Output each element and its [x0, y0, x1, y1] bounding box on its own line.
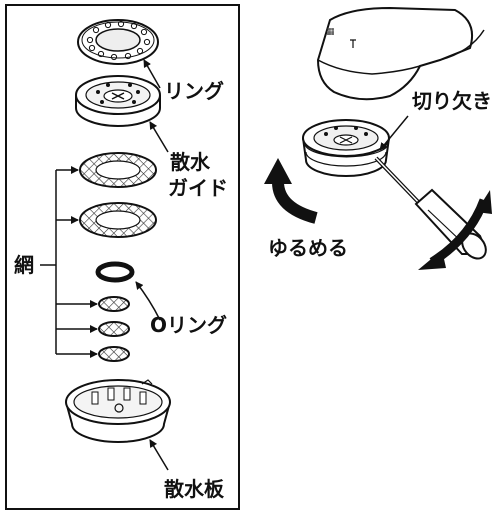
spray-plate-part — [65, 379, 171, 443]
label-notch: 切り欠き — [412, 89, 492, 113]
label-spray-plate: 散水板 — [164, 477, 224, 501]
mesh-small-2 — [98, 321, 130, 337]
twist-double-arrow-icon — [418, 190, 492, 270]
parts-frame — [5, 4, 240, 510]
label-loosen: ゆるめる — [268, 236, 348, 260]
mesh-large-1 — [79, 152, 157, 188]
mesh-small-3 — [98, 346, 130, 362]
spray-guide-part — [75, 75, 161, 127]
o-ring-leader — [135, 281, 161, 321]
mesh-small-1 — [98, 296, 130, 312]
mesh-bracket — [40, 166, 98, 358]
spray-guide-leader — [149, 121, 169, 153]
ring-part — [77, 19, 159, 65]
shower-head-illustration: ▦ — [316, 6, 485, 101]
o-ring-part — [95, 261, 135, 283]
svg-text:▦: ▦ — [326, 27, 335, 37]
loosen-rotation-arrow-icon — [264, 158, 318, 224]
label-ring: リング — [164, 79, 224, 103]
mesh-large-2 — [79, 202, 157, 238]
spray-plate-leader — [149, 439, 169, 471]
ring-leader — [143, 59, 161, 89]
label-spray-guide-line1: 散水 — [170, 150, 210, 174]
label-mesh: 網 — [14, 253, 34, 277]
spray-plate-closeup — [302, 119, 390, 177]
label-o-ring: Oリング — [150, 313, 228, 337]
screwdriver-illustration — [374, 156, 487, 260]
label-spray-guide-line2: ガイド — [168, 176, 228, 200]
notch-leader — [379, 115, 409, 151]
